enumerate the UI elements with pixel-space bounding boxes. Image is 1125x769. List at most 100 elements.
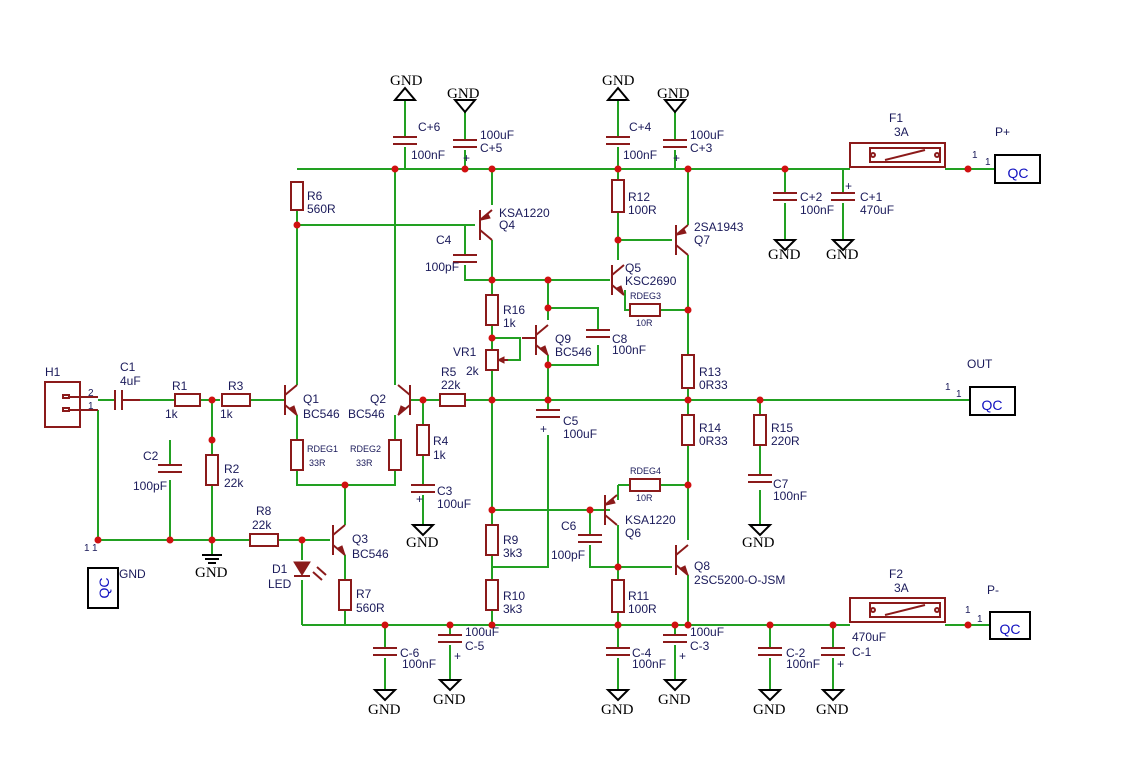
c-p4-ref: C+4 xyxy=(629,120,652,134)
qc-out-connector: QC 1 1 OUT xyxy=(945,357,1016,416)
gnd-symbol-c-m2 xyxy=(757,689,783,702)
r11-value: 100R xyxy=(628,602,657,616)
c-m2-ref: C-2 xyxy=(786,646,806,660)
gnd-label: GND xyxy=(816,702,849,718)
c5-plates xyxy=(536,409,560,418)
transistors xyxy=(284,209,689,576)
q3-symbol xyxy=(332,524,346,556)
r4-body xyxy=(416,424,430,456)
c-p3-plates xyxy=(663,139,687,148)
component-labels: C1 4uF R1 1k R3 1k C2 100pF R2 22k R8 22… xyxy=(120,120,894,671)
r16-ref: R16 xyxy=(503,303,525,317)
d1-ref: D1 xyxy=(272,562,288,576)
svg-text:+: + xyxy=(416,492,423,506)
r6-body xyxy=(290,181,304,211)
gnd-symbol-c-p1 xyxy=(830,239,856,252)
q2-ref: Q2 xyxy=(370,392,386,406)
pin-number: 1 xyxy=(965,605,971,616)
c-m5-plates xyxy=(438,634,462,643)
c-m1-ref: C-1 xyxy=(852,645,872,659)
r13-body xyxy=(681,354,695,389)
c-p2-plates xyxy=(773,192,797,201)
c-m2-plates xyxy=(758,647,782,656)
r12-ref: R12 xyxy=(628,190,650,204)
c8-ref: C8 xyxy=(612,332,628,346)
r11-body xyxy=(611,579,625,613)
q6-symbol xyxy=(604,494,618,526)
c8-plates xyxy=(586,329,610,338)
c-p5-ref: C+5 xyxy=(480,141,503,155)
q1-ref: Q1 xyxy=(303,392,319,406)
ground-labels: GND GND GND GND GND GND GND GND GND GND … xyxy=(195,73,859,718)
pin-number: 1 xyxy=(956,389,962,400)
c-m2-value: 100nF xyxy=(786,657,820,671)
gnd-label: GND xyxy=(826,247,859,263)
c-p4-value: 100nF xyxy=(623,148,657,162)
p-plus-net-label: P+ xyxy=(995,125,1010,139)
r3-value: 1k xyxy=(220,407,234,421)
c4-value: 100pF xyxy=(425,260,459,274)
svg-text:+: + xyxy=(845,179,852,193)
c-p1-plates xyxy=(831,192,855,201)
qc-label: QC xyxy=(1008,165,1029,181)
qc-p-minus-connector: QC 1 1 P- xyxy=(965,583,1031,640)
c8-value: 100nF xyxy=(612,343,646,357)
f1-ref: F1 xyxy=(889,111,903,125)
f2-ref: F2 xyxy=(889,567,903,581)
c-p6-plates xyxy=(393,136,417,145)
q5-symbol xyxy=(611,264,625,296)
c1-plates xyxy=(114,390,123,410)
c-p5-plates xyxy=(453,139,477,148)
c-p1-value: 470uF xyxy=(860,203,894,217)
qc-gnd-connector: QC 1 1 GND xyxy=(84,543,146,609)
q7-symbol xyxy=(675,224,689,256)
d1-value: LED xyxy=(268,577,292,591)
r15-value: 220R xyxy=(771,434,800,448)
r13-ref: R13 xyxy=(699,365,721,379)
pin-number: 1 xyxy=(88,401,94,412)
c4-plates xyxy=(453,254,477,263)
r4-ref: R4 xyxy=(433,434,449,448)
c-p4-plates xyxy=(606,136,630,145)
gnd-label: GND xyxy=(768,247,801,263)
gnd-label: GND xyxy=(602,73,635,89)
rdeg2-ref: RDEG2 xyxy=(350,444,381,454)
svg-text:+: + xyxy=(540,422,547,436)
gnd-symbol-c-p5 xyxy=(452,99,478,114)
c3-ref: C3 xyxy=(437,484,453,498)
c-m3-value: 100uF xyxy=(690,625,724,639)
pin-number: 1 xyxy=(972,150,978,161)
c5-value: 100uF xyxy=(563,427,597,441)
c6-value: 100pF xyxy=(551,548,585,562)
rdeg3-ref: RDEG3 xyxy=(630,291,661,301)
c-m1-plates xyxy=(821,647,845,656)
c-m5-ref: C-5 xyxy=(465,639,485,653)
c1-ref: C1 xyxy=(120,360,136,374)
qc-label: QC xyxy=(1000,621,1021,637)
pin-number: 1 xyxy=(92,543,98,554)
r9-body xyxy=(485,524,499,556)
r5-body xyxy=(439,393,466,407)
r5-ref: R5 xyxy=(441,365,457,379)
pin-number: 1 xyxy=(977,614,983,625)
r14-value: 0R33 xyxy=(699,434,728,448)
r12-body xyxy=(611,179,625,213)
q3-value: BC546 xyxy=(352,547,389,561)
vr1-body xyxy=(485,349,499,371)
rdeg1-ref: RDEG1 xyxy=(307,444,338,454)
c-m3-plates xyxy=(663,634,687,643)
c-m4-plates xyxy=(606,647,630,656)
led-d1 xyxy=(293,561,327,581)
rdeg4-value: 10R xyxy=(636,493,653,503)
gnd-symbol-c3 xyxy=(410,524,436,537)
r14-ref: R14 xyxy=(699,421,721,435)
r7-body xyxy=(338,579,352,611)
c6-ref: C6 xyxy=(561,519,577,533)
c-m4-ref: C-4 xyxy=(632,646,652,660)
ground-symbols xyxy=(202,86,856,702)
r3-body xyxy=(221,393,251,407)
gnd-label: GND xyxy=(447,86,480,102)
svg-text:+: + xyxy=(837,657,844,671)
r8-value: 22k xyxy=(252,518,272,532)
rdeg4-ref: RDEG4 xyxy=(630,466,661,476)
